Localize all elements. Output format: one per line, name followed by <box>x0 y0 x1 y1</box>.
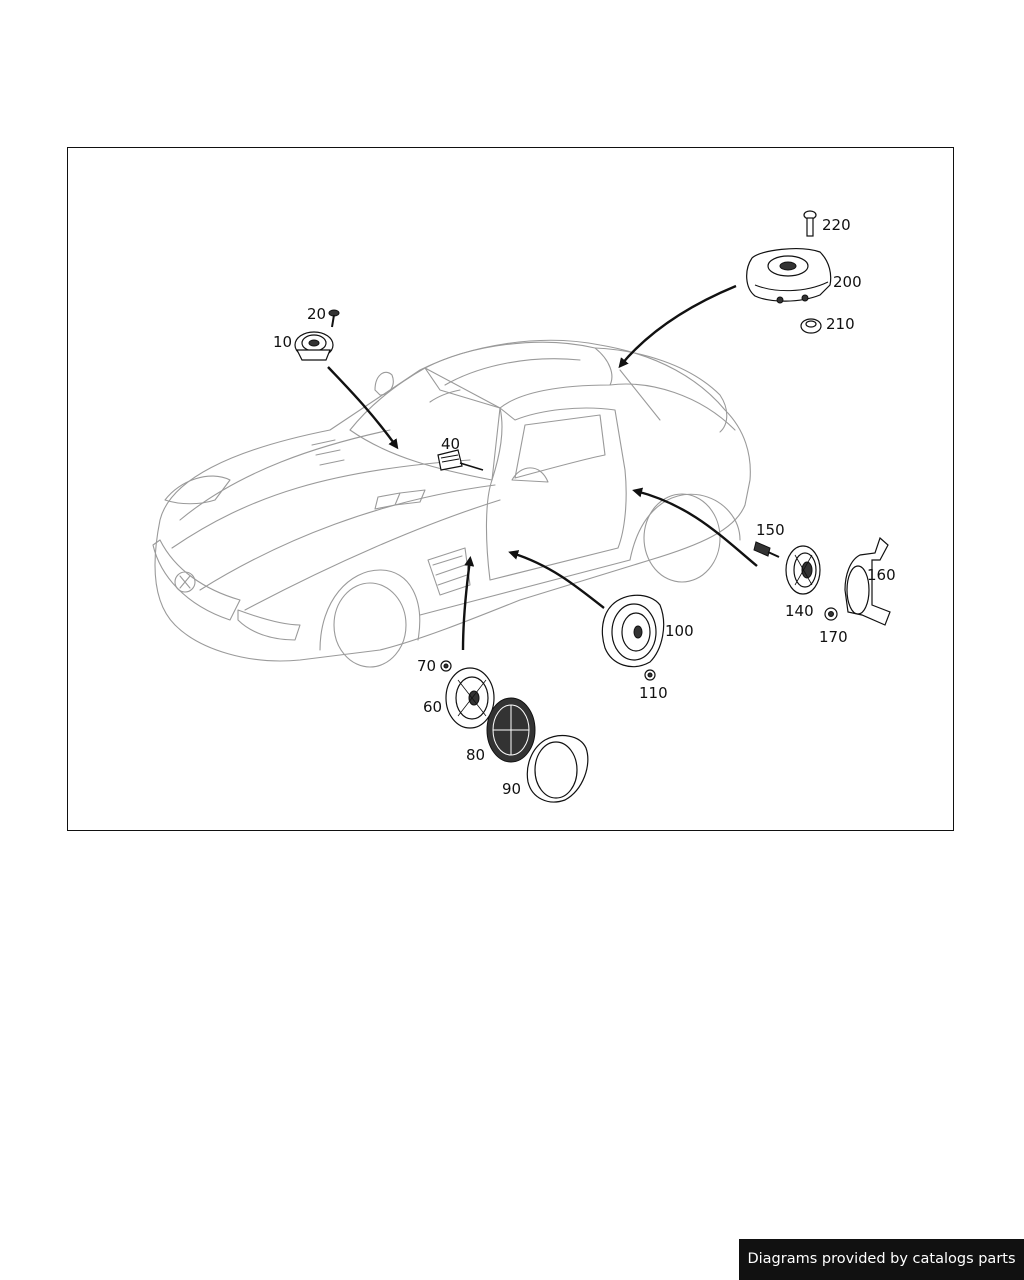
car-outline <box>152 339 751 668</box>
part-110-nut <box>644 669 656 681</box>
callout-10: 10 <box>273 333 292 351</box>
callout-110: 110 <box>639 684 668 702</box>
callout-90: 90 <box>502 780 521 798</box>
part-200-subwoofer-housing <box>746 248 832 304</box>
callout-labels: 10 20 40 60 70 80 90 100 110 140 150 160… <box>273 216 896 798</box>
part-40-module <box>437 449 484 471</box>
callout-220: 220 <box>822 216 851 234</box>
callout-160: 160 <box>867 566 896 584</box>
part-90-gasket-ring <box>526 734 589 803</box>
callout-170: 170 <box>819 628 848 646</box>
diagram-credit-badge: Diagrams provided by catalogs parts <box>739 1239 1024 1280</box>
callout-200: 200 <box>833 273 862 291</box>
pointer-arrows <box>327 284 758 651</box>
callout-150: 150 <box>756 521 785 539</box>
part-100-door-speaker <box>601 594 665 668</box>
callout-40: 40 <box>441 435 460 453</box>
part-150-screw <box>753 541 780 558</box>
part-170-nut <box>824 607 838 621</box>
callout-20: 20 <box>307 305 326 323</box>
part-220-bolt <box>803 210 817 237</box>
callout-210: 210 <box>826 315 855 333</box>
part-60-speaker <box>445 667 495 729</box>
part-10-tweeter <box>294 331 334 361</box>
part-140-speaker <box>785 545 821 595</box>
part-70-nut <box>440 660 452 672</box>
callout-70: 70 <box>417 657 436 675</box>
callout-140: 140 <box>785 602 814 620</box>
part-210-nut <box>800 318 822 334</box>
part-160-bracket <box>844 536 891 626</box>
callout-60: 60 <box>423 698 442 716</box>
callout-80: 80 <box>466 746 485 764</box>
part-20-screw <box>328 309 340 328</box>
part-80-speaker-grille <box>486 697 536 763</box>
callout-100: 100 <box>665 622 694 640</box>
